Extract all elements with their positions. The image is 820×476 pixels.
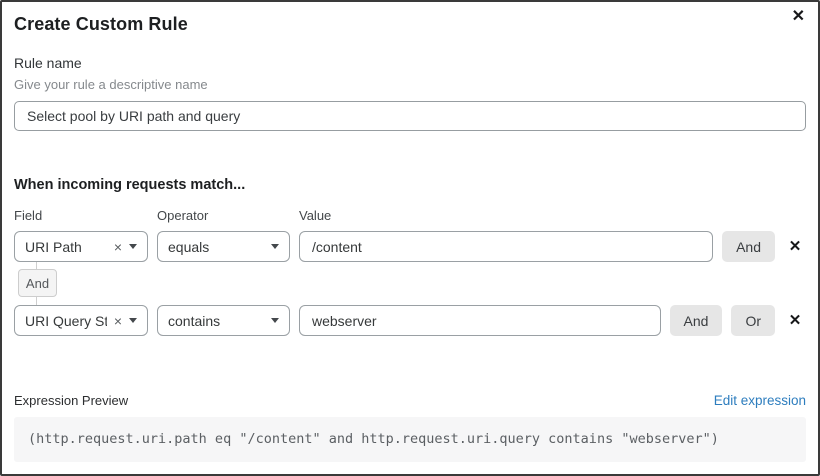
operator-select-2[interactable]: contains xyxy=(157,305,290,336)
field-select-1-value: URI Path xyxy=(25,238,82,255)
value-input-2[interactable] xyxy=(299,305,661,336)
chevron-down-icon xyxy=(271,318,279,323)
field-select-2-value: URI Query St... xyxy=(25,312,107,329)
chevron-down-icon xyxy=(129,318,137,323)
field-select-2[interactable]: URI Query St... × xyxy=(14,305,148,336)
condition-row-2: URI Query St... × contains And Or ✕ xyxy=(14,305,806,336)
close-icon[interactable]: ✕ xyxy=(791,8,805,25)
value-column-label: Value xyxy=(299,208,332,223)
rule-name-hint: Give your rule a descriptive name xyxy=(14,77,208,92)
expression-preview-header: Expression Preview Edit expression xyxy=(14,393,806,408)
remove-condition-icon[interactable]: ✕ xyxy=(784,239,806,254)
expression-preview-section: Expression Preview Edit expression (http… xyxy=(14,393,806,462)
chevron-down-icon xyxy=(129,244,137,249)
connector-line-bottom xyxy=(36,297,37,305)
remove-condition-icon[interactable]: ✕ xyxy=(784,313,806,328)
chevron-down-icon xyxy=(271,244,279,249)
operator-select-1[interactable]: equals xyxy=(157,231,290,262)
rule-name-section: Rule name Give your rule a descriptive n… xyxy=(14,55,806,131)
clear-field-icon[interactable]: × xyxy=(113,238,122,255)
rule-name-label: Rule name xyxy=(14,55,82,71)
expression-preview-label: Expression Preview xyxy=(14,393,129,408)
condition-connector: And xyxy=(14,262,148,305)
rule-name-input[interactable] xyxy=(14,101,806,131)
matcher-heading: When incoming requests match... xyxy=(14,177,246,193)
expression-code: (http.request.uri.path eq "/content" and… xyxy=(14,417,806,462)
operator-select-1-value: equals xyxy=(168,238,210,255)
value-input-1[interactable] xyxy=(299,231,714,262)
condition-row-1: URI Path × equals And ✕ xyxy=(14,231,806,262)
and-button-row-1[interactable]: And xyxy=(722,231,775,262)
connector-and-badge: And xyxy=(18,269,57,297)
operator-select-2-value: contains xyxy=(168,312,221,329)
operator-column-label: Operator xyxy=(157,208,209,223)
field-select-1[interactable]: URI Path × xyxy=(14,231,148,262)
dialog-title: Create Custom Rule xyxy=(14,14,188,34)
or-button-row-2[interactable]: Or xyxy=(731,305,775,336)
connector-line-top xyxy=(36,262,37,269)
column-labels: Field Operator Value xyxy=(14,208,806,223)
matcher-section: When incoming requests match... Field Op… xyxy=(14,177,806,336)
edit-expression-link[interactable]: Edit expression xyxy=(713,393,806,408)
and-button-row-2[interactable]: And xyxy=(669,305,723,336)
clear-field-icon[interactable]: × xyxy=(113,312,122,329)
field-column-label: Field xyxy=(14,208,43,223)
